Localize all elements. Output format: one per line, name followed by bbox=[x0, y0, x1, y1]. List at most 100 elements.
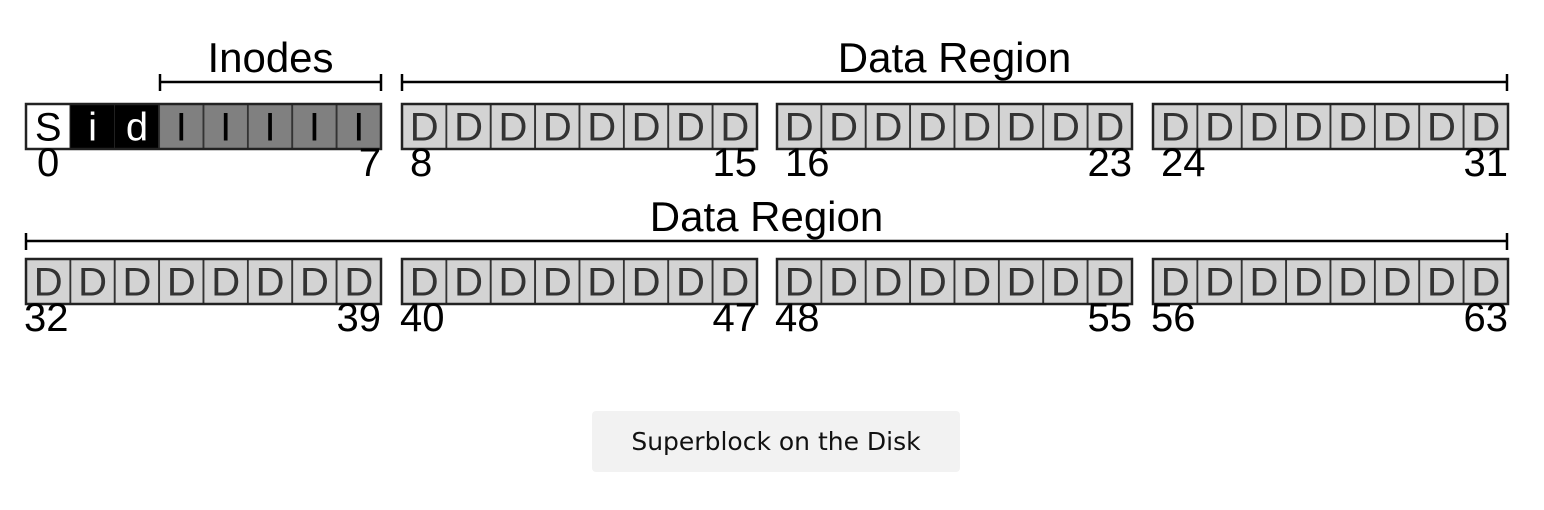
block-19-data bbox=[909, 103, 956, 150]
block-7-letter: I bbox=[353, 106, 364, 150]
block-number-end: 23 bbox=[1088, 141, 1133, 185]
block-43-data bbox=[534, 258, 581, 305]
block-group-outline bbox=[24, 257, 383, 306]
block-number-end: 47 bbox=[713, 296, 758, 340]
block-1-bitmap bbox=[70, 104, 115, 149]
data-region-row2-bracket: Data Region bbox=[24, 193, 1509, 250]
block-group-outline bbox=[775, 102, 1134, 151]
block-20-letter: D bbox=[962, 106, 991, 150]
block-group-outline bbox=[1151, 257, 1510, 306]
block-group-outline bbox=[1151, 102, 1510, 151]
block-27-letter: D bbox=[1294, 106, 1323, 150]
block-number-end: 15 bbox=[713, 141, 758, 185]
block-group-outline bbox=[400, 102, 759, 151]
block-8-letter: D bbox=[410, 106, 439, 150]
block-3-letter: I bbox=[176, 106, 187, 150]
inodes-region-bracket: Inodes bbox=[158, 34, 383, 91]
block-39-letter: D bbox=[344, 261, 373, 305]
data-region-row2-label: Data Region bbox=[650, 193, 883, 240]
block-35-letter: D bbox=[167, 261, 196, 305]
block-47-letter: D bbox=[720, 261, 749, 305]
block-26-letter: D bbox=[1249, 106, 1278, 150]
block-42-letter: D bbox=[498, 261, 527, 305]
block-46-letter: D bbox=[676, 261, 705, 305]
block-18-letter: D bbox=[873, 106, 902, 150]
block-number-start: 40 bbox=[400, 296, 445, 340]
block-2-bitmap bbox=[114, 104, 160, 149]
block-29-letter: D bbox=[1383, 106, 1412, 150]
inodes-region-label: Inodes bbox=[207, 34, 333, 81]
block-25-letter: D bbox=[1205, 106, 1234, 150]
block-44-letter: D bbox=[587, 261, 616, 305]
block-59-letter: D bbox=[1294, 261, 1323, 305]
block-23-data bbox=[1086, 103, 1133, 150]
data-region-row1-label: Data Region bbox=[838, 34, 1071, 81]
block-56-letter: D bbox=[1161, 261, 1190, 305]
block-41-letter: D bbox=[454, 261, 483, 305]
block-60-letter: D bbox=[1338, 261, 1367, 305]
block-40-letter: D bbox=[410, 261, 439, 305]
block-22-letter: D bbox=[1051, 106, 1080, 150]
block-number-end: 39 bbox=[337, 296, 382, 340]
data-region-row1-bracket: Data Region bbox=[400, 34, 1509, 91]
block-number-start: 24 bbox=[1161, 141, 1206, 185]
block-61-letter: D bbox=[1383, 261, 1412, 305]
block-number-end: 31 bbox=[1464, 141, 1509, 185]
block-number-end: 7 bbox=[359, 141, 381, 185]
block-35-data bbox=[158, 258, 205, 305]
block-number-start: 32 bbox=[24, 296, 69, 340]
block-55-letter: D bbox=[1095, 261, 1124, 305]
block-34-letter: D bbox=[122, 261, 151, 305]
block-53-letter: D bbox=[1007, 261, 1036, 305]
block-51-letter: D bbox=[918, 261, 947, 305]
block-16-letter: D bbox=[785, 106, 814, 150]
block-28-letter: D bbox=[1338, 106, 1367, 150]
block-45-letter: D bbox=[632, 261, 661, 305]
block-4-letter: I bbox=[220, 106, 231, 150]
block-number-end: 63 bbox=[1464, 296, 1509, 340]
block-number-end: 55 bbox=[1088, 296, 1133, 340]
block-51-data bbox=[909, 258, 956, 305]
block-33-letter: D bbox=[78, 261, 107, 305]
block-31-data bbox=[1462, 103, 1509, 150]
block-21-letter: D bbox=[1007, 106, 1036, 150]
block-32-letter: D bbox=[34, 261, 63, 305]
block-6-letter: I bbox=[309, 106, 320, 150]
block-63-letter: D bbox=[1471, 261, 1500, 305]
block-number-start: 16 bbox=[785, 141, 830, 185]
block-28-data bbox=[1329, 103, 1376, 150]
block-group-outline bbox=[24, 102, 383, 151]
block-31-letter: D bbox=[1471, 106, 1500, 150]
block-17-data bbox=[820, 103, 867, 150]
block-37-letter: D bbox=[256, 261, 285, 305]
block-43-letter: D bbox=[543, 261, 572, 305]
block-23-letter: D bbox=[1095, 106, 1124, 150]
block-44-data bbox=[578, 258, 625, 305]
block-0-letter: S bbox=[35, 106, 62, 150]
block-1-letter: i bbox=[88, 106, 97, 150]
block-52-letter: D bbox=[962, 261, 991, 305]
block-number-start: 0 bbox=[37, 141, 59, 185]
block-42-data bbox=[489, 258, 537, 305]
block-9-letter: D bbox=[454, 106, 483, 150]
block-62-letter: D bbox=[1427, 261, 1456, 305]
block-12-letter: D bbox=[587, 106, 616, 150]
block-24-letter: D bbox=[1161, 106, 1190, 150]
block-19-letter: D bbox=[918, 106, 947, 150]
block-36-letter: D bbox=[211, 261, 240, 305]
block-group-outline bbox=[775, 257, 1134, 306]
block-58-letter: D bbox=[1249, 261, 1278, 305]
block-5-letter: I bbox=[265, 106, 276, 150]
block-13-letter: D bbox=[632, 106, 661, 150]
block-57-letter: D bbox=[1205, 261, 1234, 305]
block-number-start: 8 bbox=[410, 141, 432, 185]
block-2-letter: d bbox=[126, 106, 148, 150]
